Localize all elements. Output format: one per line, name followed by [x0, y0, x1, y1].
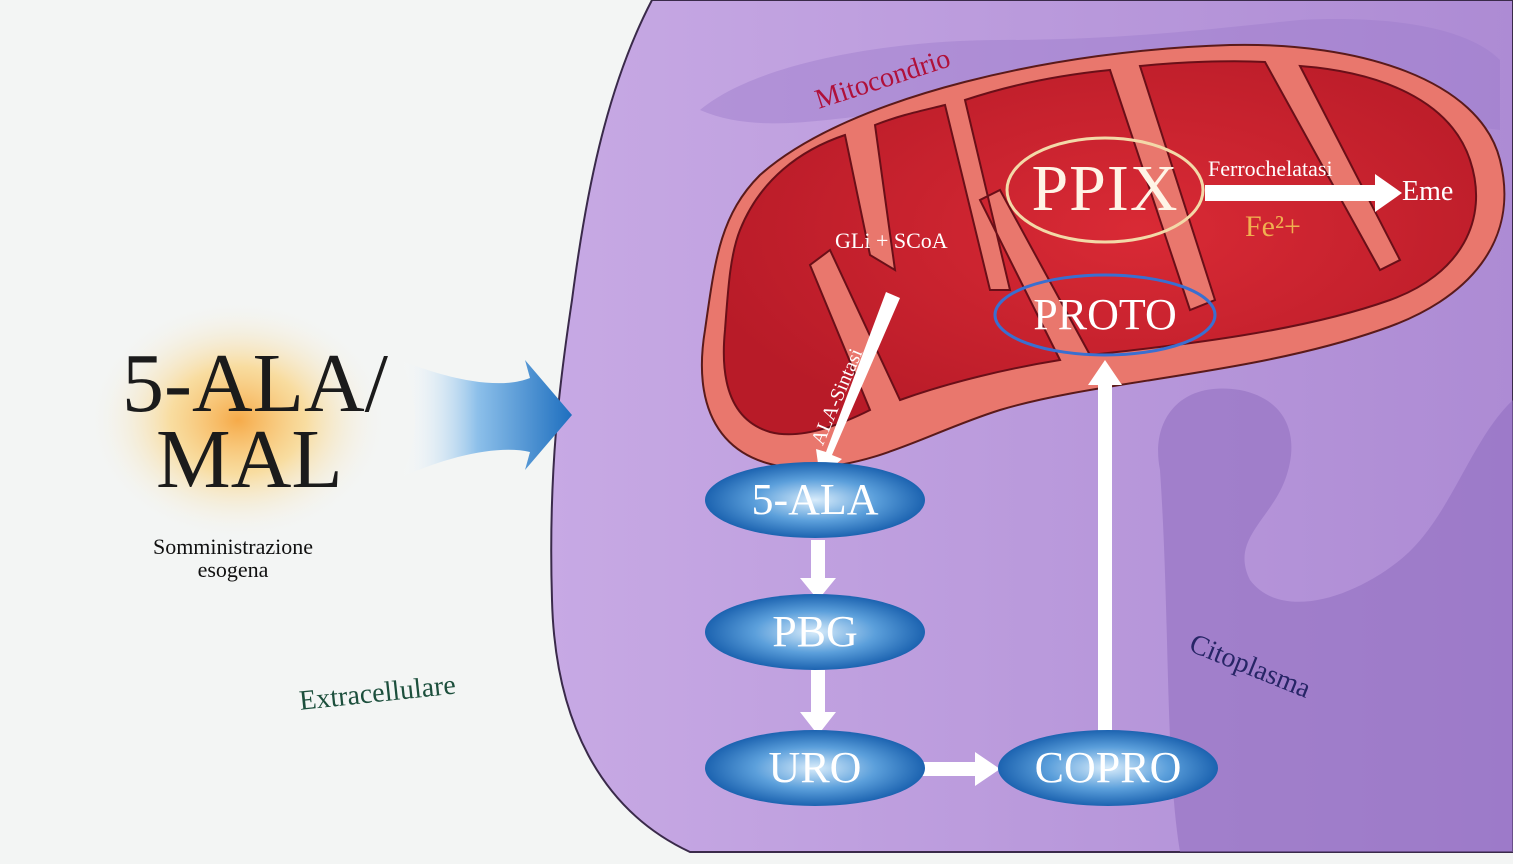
node-copro-label: COPRO: [1034, 743, 1182, 792]
node-uro-label: URO: [768, 743, 862, 792]
node-proto-label: PROTO: [1033, 290, 1177, 339]
label-substrates: GLi + SCoA: [835, 228, 948, 253]
arrow-ala-synthase: [816, 292, 900, 478]
mitochondrion-inner: [722, 60, 1478, 436]
pathway-arrows: [800, 174, 1402, 786]
exogenous-glow: [88, 300, 388, 540]
node-ala-label: 5-ALA: [751, 475, 879, 524]
exogenous-title-line1: 5-ALA/: [122, 337, 388, 430]
exogenous-subtitle: Somministrazione esogena: [118, 535, 348, 581]
node-pbg-label: PBG: [772, 607, 858, 656]
node-ppix-ring: [1005, 136, 1205, 244]
arrow-ala-pbg: [800, 540, 836, 600]
label-heme: Eme: [1402, 176, 1454, 207]
cytoplasm-fold: [1158, 388, 1513, 852]
exogenous-subtitle-line2: esogena: [197, 557, 269, 583]
arrow-ferrochelatase: [1205, 174, 1402, 212]
node-uro-bg: [705, 730, 925, 806]
label-ferrochelatase: Ferrochelatasi: [1208, 156, 1333, 181]
label-iron: Fe²+: [1245, 210, 1301, 243]
node-pbg-bg: [705, 594, 925, 670]
arrow-uro-copro: [920, 752, 1000, 786]
node-copro-bg: [998, 730, 1218, 806]
node-ppix-label: PPIX: [1031, 152, 1179, 225]
arrow-copro-proto: [1088, 360, 1122, 740]
arrow-pbg-uro: [800, 670, 836, 735]
exogenous-title-line2: MAL: [156, 413, 343, 506]
node-proto-ring: [993, 273, 1217, 357]
node-ala-bg: [705, 462, 925, 538]
exogenous-subtitle-line1: Somministrazione: [152, 534, 314, 559]
uptake-arrow: [400, 360, 572, 478]
